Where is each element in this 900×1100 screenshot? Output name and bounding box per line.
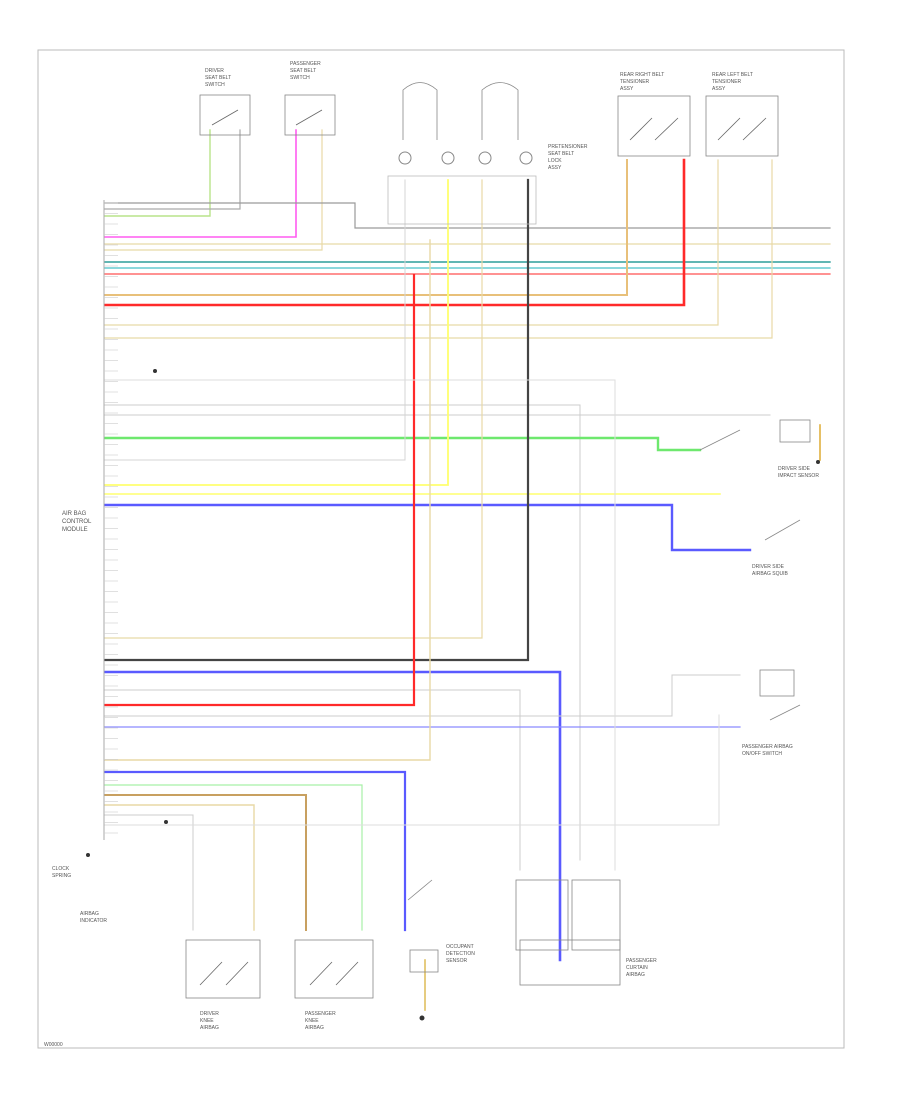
rear-left-belt: REAR LEFT BELT TENSIONER ASSY [705, 72, 779, 157]
wire-pink [104, 129, 297, 238]
module-label-3: MODULE [62, 527, 88, 533]
svg-text:SWITCH: SWITCH [290, 75, 310, 81]
svg-text:AIRBAG SQUIB: AIRBAG SQUIB [752, 571, 789, 577]
wire-gray-top [104, 202, 831, 229]
svg-text:SEAT BELT: SEAT BELT [290, 68, 316, 74]
passenger-airbag-switch: PASSENGER AIRBAG ON/OFF SWITCH [742, 669, 801, 757]
clockspring-label-1: CLOCK [52, 866, 70, 872]
wire-gray-mid3 [104, 179, 406, 461]
svg-text:IMPACT SENSOR: IMPACT SENSOR [778, 473, 819, 479]
svg-text:KNEE: KNEE [200, 1018, 214, 1024]
wire-green [103, 436, 702, 452]
wire-blue-lower [103, 670, 562, 962]
wire-blue-drop [103, 770, 407, 932]
passenger-belt-switch: PASSENGER SEAT BELT SWITCH [284, 61, 336, 136]
wire-red-lower [103, 273, 416, 707]
wire-brown-drop [104, 794, 307, 931]
svg-text:DRIVER: DRIVER [200, 1011, 219, 1017]
svg-text:DRIVER: DRIVER [205, 68, 224, 74]
wire-tan1 [104, 129, 323, 251]
diagram-frame [37, 49, 845, 1049]
wire-tan3 [104, 159, 773, 339]
wire-green-drop [104, 784, 363, 931]
module-label-1: AIR BAG [62, 511, 87, 517]
svg-text:ASSY: ASSY [548, 165, 562, 171]
svg-text:SWITCH: SWITCH [205, 82, 225, 88]
svg-text:PASSENGER: PASSENGER [290, 61, 321, 67]
svg-text:AIRBAG: AIRBAG [305, 1025, 324, 1031]
wire-tan2 [104, 159, 719, 326]
svg-text:TENSIONER: TENSIONER [620, 79, 650, 85]
module-connector [103, 200, 118, 840]
svg-text:ASSY: ASSY [620, 86, 634, 92]
rear-right-belt: REAR RIGHT BELT TENSIONER ASSY [617, 72, 691, 157]
wire-gray-drop [104, 814, 194, 931]
svg-text:REAR LEFT BELT: REAR LEFT BELT [712, 72, 753, 78]
wire-blue-top [103, 503, 752, 552]
svg-text:SEAT BELT: SEAT BELT [548, 151, 574, 157]
svg-text:TENSIONER: TENSIONER [712, 79, 742, 85]
wire-yellow [104, 179, 449, 486]
wire-orange [104, 159, 628, 296]
indicator-label-1: AIRBAG [80, 911, 99, 917]
wire-gray-mid [104, 404, 581, 861]
svg-text:KNEE: KNEE [305, 1018, 319, 1024]
clockspring-label-2: SPRING [52, 873, 71, 879]
svg-text:ASSY: ASSY [712, 86, 726, 92]
wire-group [103, 129, 831, 1011]
wire-tan4 [104, 179, 483, 639]
svg-text:PASSENGER: PASSENGER [305, 1011, 336, 1017]
module-label-2: CONTROL [62, 519, 92, 525]
wire-tan-drop2 [104, 804, 255, 931]
wire-gray-lower [104, 689, 521, 871]
svg-text:SENSOR: SENSOR [446, 958, 468, 964]
occupant-sensor: OCCUPANT DETECTION SENSOR [407, 879, 475, 973]
svg-text:CURTAIN: CURTAIN [626, 965, 648, 971]
svg-text:PASSENGER AIRBAG: PASSENGER AIRBAG [742, 744, 793, 750]
svg-text:PRETENSIONER: PRETENSIONER [548, 144, 588, 150]
svg-text:REAR RIGHT BELT: REAR RIGHT BELT [620, 72, 664, 78]
svg-text:LOCK: LOCK [548, 158, 562, 164]
wire-gray-lower2 [104, 674, 741, 717]
passenger-sensor-curtain: PASSENGER CURTAIN AIRBAG [515, 879, 657, 986]
footer-code: W00000 [44, 1042, 63, 1048]
svg-text:AIRBAG: AIRBAG [626, 972, 645, 978]
driver-knee-airbag: DRIVER KNEE AIRBAG [185, 939, 261, 1031]
wire-black [103, 178, 530, 662]
driver-side-sensor: DRIVER SIDE IMPACT SENSOR [699, 419, 819, 479]
wire-tan-drop [104, 239, 431, 761]
svg-text:AIRBAG: AIRBAG [200, 1025, 219, 1031]
svg-text:OCCUPANT: OCCUPANT [446, 944, 474, 950]
wire-red-big [103, 158, 686, 307]
svg-text:ON/OFF SWITCH: ON/OFF SWITCH [742, 751, 782, 757]
driver-side-airbag: DRIVER SIDE AIRBAG SQUIB [752, 519, 801, 577]
driver-belt-switch: DRIVER SEAT BELT SWITCH [199, 68, 251, 136]
pretensioner-block: PRETENSIONER SEAT BELT LOCK ASSY [387, 82, 588, 225]
svg-text:DETECTION: DETECTION [446, 951, 475, 957]
svg-text:DRIVER SIDE: DRIVER SIDE [778, 466, 811, 472]
wire-gray-right-lower [104, 714, 720, 826]
svg-text:SEAT BELT: SEAT BELT [205, 75, 231, 81]
svg-text:DRIVER SIDE: DRIVER SIDE [752, 564, 785, 570]
wire-gray-right-lower2 [104, 379, 616, 871]
wire-yg [104, 129, 211, 217]
indicator-label-2: INDICATOR [80, 918, 107, 924]
wire-gray1 [104, 129, 241, 210]
passenger-knee-airbag: PASSENGER KNEE AIRBAG [294, 939, 374, 1031]
ground-symbols [86, 369, 820, 1021]
pin-ticks [104, 202, 118, 834]
svg-text:PASSENGER: PASSENGER [626, 958, 657, 964]
